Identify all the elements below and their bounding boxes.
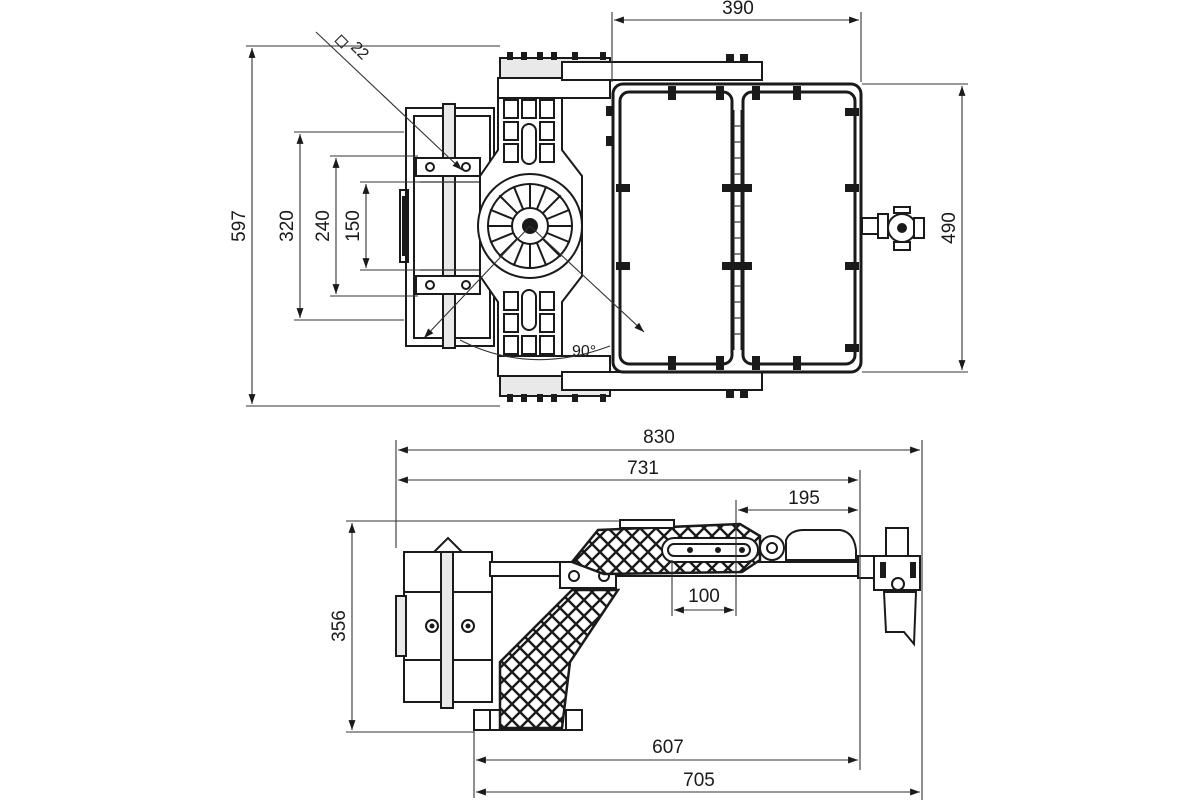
dim-label-390: 390 [722,0,754,19]
top-view: 390 597 320 240 150 490 22 90° [229,0,968,407]
frame-clips [616,86,859,370]
valve-side [857,527,921,647]
frame-top [611,82,863,374]
dim-label-320: 320 [277,210,298,242]
dim-label-150: 150 [343,210,364,242]
side-view: 830 731 195 100 356 607 705 [329,427,923,800]
arm-side [489,519,861,589]
dim-label-195: 195 [788,488,820,509]
dim-label-square-22: 22 [347,39,372,64]
dim-label-490: 490 [939,212,960,244]
clamp-block-side [395,536,493,709]
dim-label-597: 597 [229,210,250,242]
dim-label-705: 705 [683,770,715,791]
dim-label-100: 100 [688,586,720,607]
valve-top [860,206,925,251]
lattice-column-side [498,588,621,730]
dim-label-240: 240 [313,210,334,242]
dim-label-830: 830 [643,427,675,448]
square-symbol [334,34,349,49]
dim-label-356: 356 [329,610,350,642]
dim-label-angle-90: 90° [572,343,596,360]
dim-label-607: 607 [652,737,684,758]
dim-label-731: 731 [627,458,659,479]
